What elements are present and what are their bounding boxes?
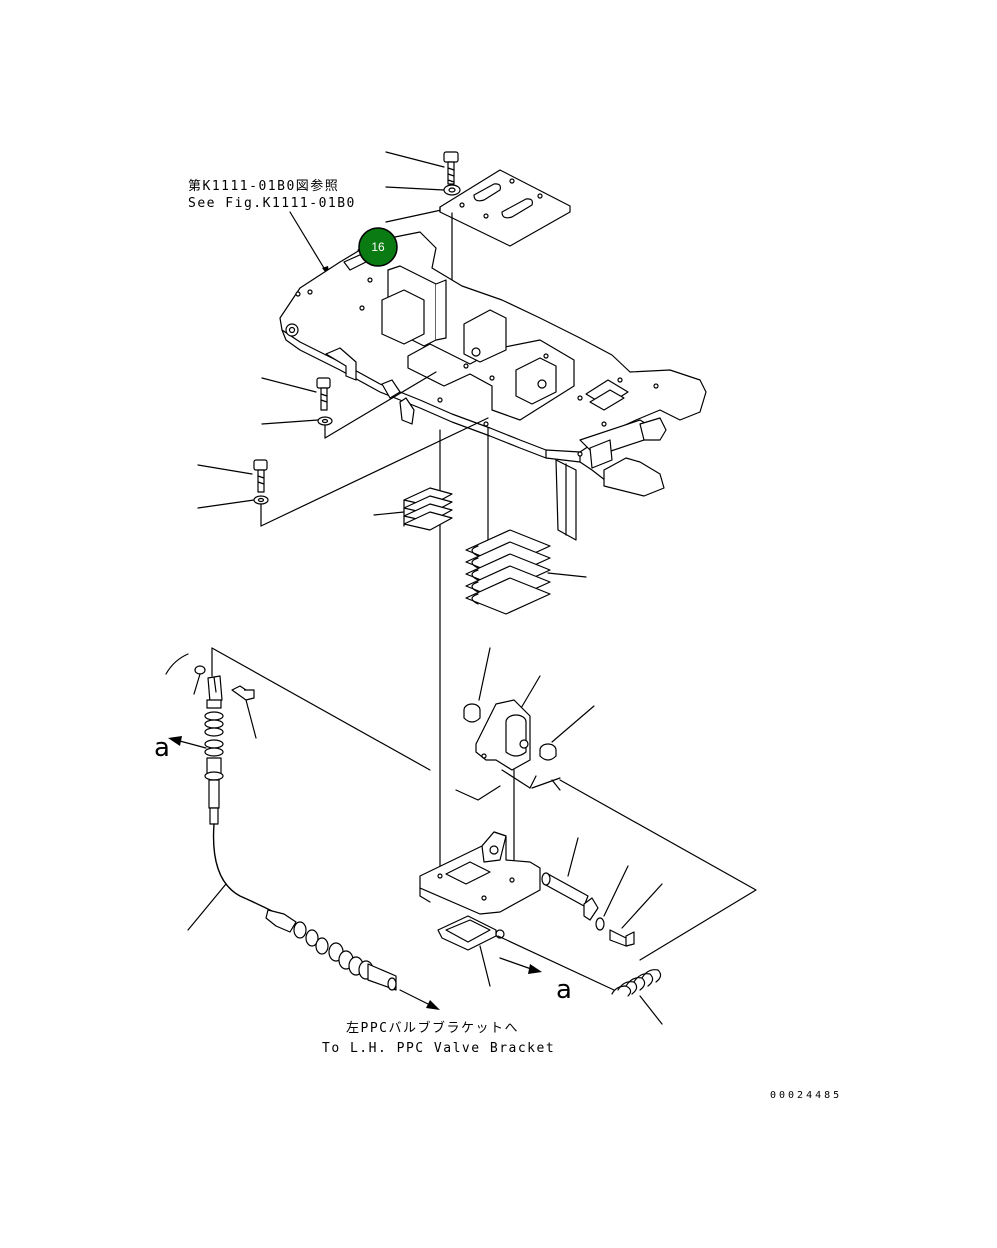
left-bolt-1 xyxy=(261,377,331,411)
shim-stack-1 xyxy=(373,487,453,531)
connector-right xyxy=(559,779,757,961)
callout-16-label: 16 xyxy=(371,240,385,254)
spring xyxy=(611,969,663,1025)
connector-spring xyxy=(497,935,615,991)
destination-label-en: To L.H. PPC Valve Bracket xyxy=(322,1041,555,1056)
pin xyxy=(541,837,599,921)
top-bolt xyxy=(385,151,459,185)
pin-washer xyxy=(595,865,629,931)
drawing-number: 00024485 xyxy=(770,1090,842,1101)
bushing-right xyxy=(539,705,595,761)
u-clip xyxy=(437,915,505,987)
bushing-left xyxy=(463,647,491,723)
hinge-bracket xyxy=(475,675,541,861)
ref-leader xyxy=(289,211,331,279)
marker-a-right-label: a xyxy=(556,975,572,1005)
marker-a-left: a xyxy=(154,733,207,763)
cable-assembly xyxy=(165,647,440,1010)
main-frame xyxy=(279,231,707,541)
rod-end xyxy=(531,777,561,791)
callout-16[interactable]: 16 xyxy=(358,227,398,267)
marker-a-right: a xyxy=(499,957,572,1005)
left-washer-2 xyxy=(197,417,489,527)
connector-left-top xyxy=(211,647,431,771)
connector-left-mid xyxy=(455,785,501,801)
top-washer xyxy=(385,184,461,196)
ref-label-en: See Fig.K1111-01B0 xyxy=(188,196,356,211)
ref-label-jp: 第K1111-01B0図参照 xyxy=(188,178,339,194)
top-plate xyxy=(385,169,571,361)
pin-bolt xyxy=(609,883,663,947)
marker-a-left-label: a xyxy=(154,733,170,763)
shim-stack-2 xyxy=(465,529,587,615)
left-bolt-2 xyxy=(197,459,268,493)
destination-label-jp: 左PPCバルブブラケットへ xyxy=(346,1020,519,1036)
lower-bracket xyxy=(419,831,541,915)
left-washer-1 xyxy=(261,371,437,439)
